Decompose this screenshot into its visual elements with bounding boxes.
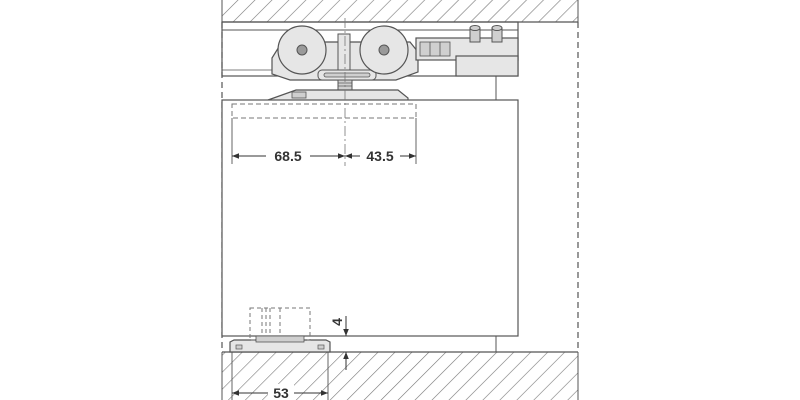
roller-wheel-left bbox=[277, 25, 327, 75]
dimension-label-53: 53 bbox=[273, 385, 289, 400]
dim-label-bg-left bbox=[266, 146, 310, 166]
roller-wheel-right bbox=[359, 25, 409, 75]
soft-close-damper bbox=[415, 25, 519, 77]
door-panel bbox=[221, 99, 519, 337]
dimension-label-68-5: 68.5 bbox=[274, 148, 301, 164]
floor-guide bbox=[229, 307, 331, 353]
floor-gap-dimension bbox=[330, 316, 362, 370]
door-top-recess bbox=[231, 103, 417, 119]
dim-label-bg-bottom bbox=[268, 384, 294, 400]
dim-label-bg-right bbox=[360, 146, 400, 166]
dimension-label-4: 4 bbox=[329, 318, 345, 326]
ceiling bbox=[221, 0, 579, 23]
dimension-label-43-5: 43.5 bbox=[366, 148, 393, 164]
